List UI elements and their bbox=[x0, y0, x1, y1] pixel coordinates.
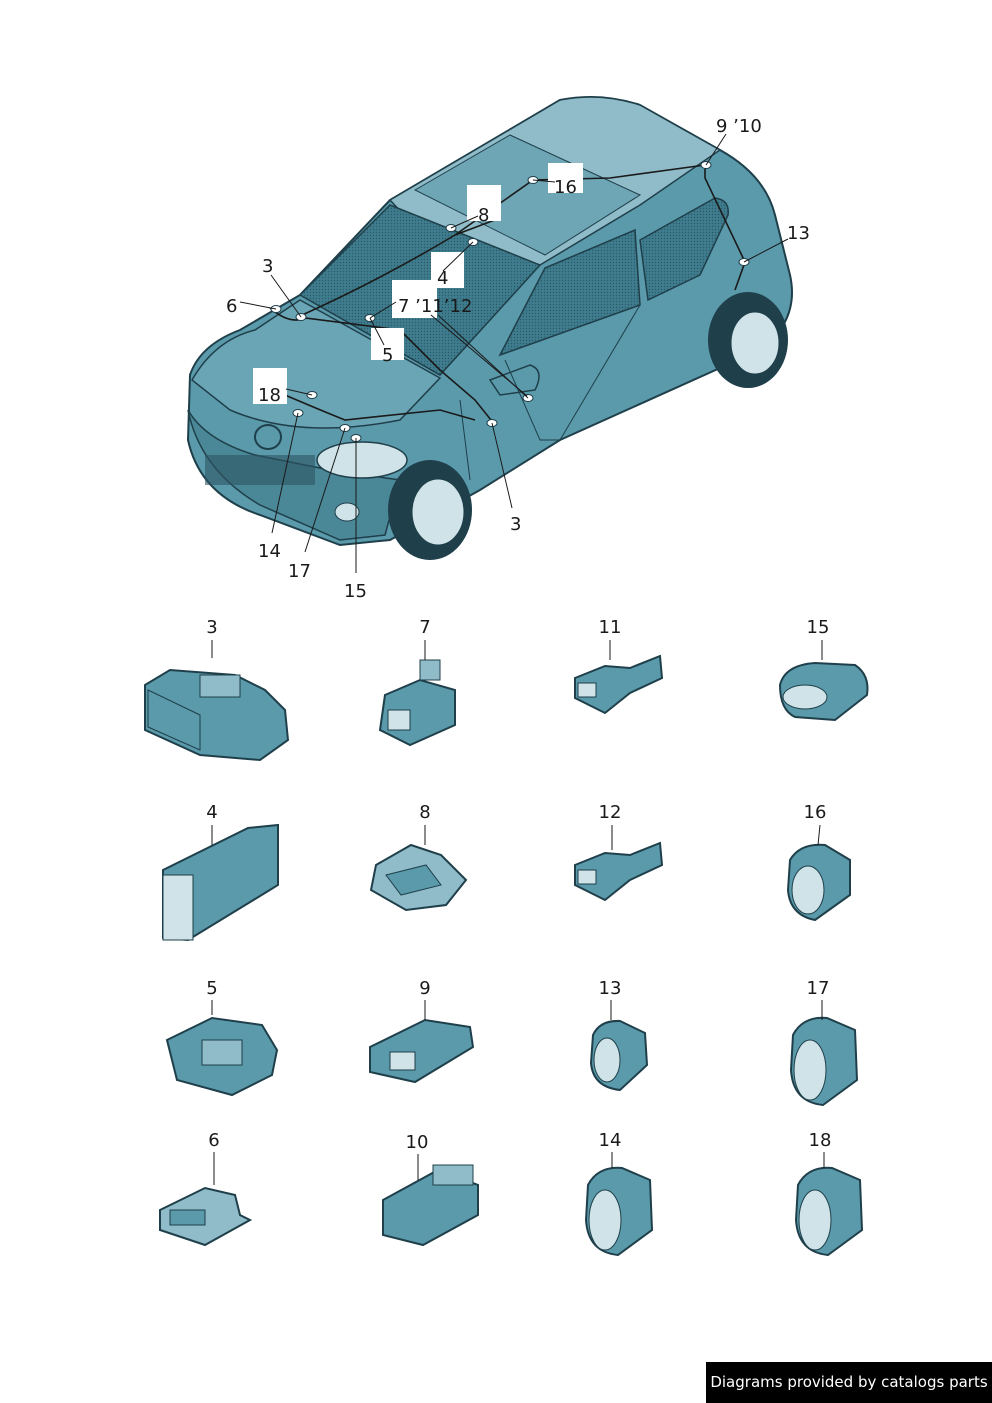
part-label-7: 7 bbox=[419, 617, 431, 638]
callout-4: 4 bbox=[437, 268, 449, 289]
connector-13-icon bbox=[589, 1019, 649, 1092]
wiring-harness bbox=[269, 164, 746, 426]
front-side-window bbox=[498, 228, 641, 357]
callout-3-top: 3 bbox=[262, 256, 274, 277]
callout-13: 13 bbox=[787, 223, 810, 244]
part-label-16: 16 bbox=[803, 802, 827, 823]
part-label-4: 4 bbox=[206, 802, 218, 823]
fog-light bbox=[334, 502, 360, 522]
callout-15: 15 bbox=[344, 581, 367, 602]
catalog-credit: Diagrams provided by catalogs parts bbox=[706, 1362, 992, 1403]
side-mirror bbox=[488, 364, 540, 396]
connector-12-icon bbox=[574, 841, 664, 902]
connector-17-icon bbox=[789, 1016, 859, 1107]
connector-10-icon bbox=[382, 1164, 479, 1247]
callout-14: 14 bbox=[258, 541, 281, 562]
part-label-6: 6 bbox=[208, 1130, 220, 1151]
callout-8: 8 bbox=[478, 205, 490, 226]
connector-14-icon bbox=[584, 1166, 654, 1257]
callout-6: 6 bbox=[226, 296, 238, 317]
grille bbox=[205, 455, 315, 485]
part-label-12: 12 bbox=[598, 802, 622, 823]
callout-17: 17 bbox=[288, 561, 311, 582]
connector-18-icon bbox=[794, 1166, 864, 1257]
part-label-14: 14 bbox=[598, 1130, 622, 1151]
part-label-15: 15 bbox=[806, 617, 830, 638]
callout-18: 18 bbox=[258, 385, 281, 406]
part-leader-lines bbox=[211, 640, 825, 1185]
part-label-18: 18 bbox=[808, 1130, 832, 1151]
part-label-5: 5 bbox=[206, 978, 218, 999]
connector-3-icon bbox=[144, 668, 290, 762]
car-diagram bbox=[186, 95, 793, 573]
connector-6-icon bbox=[159, 1186, 253, 1247]
part-label-3: 3 bbox=[206, 617, 218, 638]
connector-11-icon bbox=[574, 654, 664, 715]
callout-5: 5 bbox=[382, 345, 394, 366]
connector-4-icon bbox=[162, 823, 279, 942]
part-label-11: 11 bbox=[598, 617, 622, 638]
parts-grid: 3 7 11 15 4 8 12 16 5 bbox=[0, 600, 992, 1280]
connector-5-icon bbox=[165, 1016, 279, 1097]
connector-7-icon bbox=[378, 659, 456, 747]
connector-16-icon bbox=[786, 843, 851, 922]
part-label-10: 10 bbox=[405, 1132, 429, 1153]
rear-side-window bbox=[639, 197, 729, 302]
part-label-13: 13 bbox=[598, 978, 622, 999]
callout-9-10: 9 ’10 bbox=[716, 116, 762, 137]
callout-16: 16 bbox=[554, 177, 577, 198]
callout-7-11-12: 7 ’11’12 bbox=[398, 296, 473, 317]
vw-logo bbox=[254, 424, 282, 450]
part-label-8: 8 bbox=[419, 802, 431, 823]
callout-3-bottom: 3 bbox=[510, 514, 522, 535]
headlight bbox=[316, 441, 408, 479]
part-label-9: 9 bbox=[419, 978, 431, 999]
connector-8-icon bbox=[369, 843, 468, 912]
sunroof bbox=[413, 134, 642, 256]
part-label-17: 17 bbox=[806, 978, 830, 999]
connector-15-icon bbox=[778, 661, 869, 722]
